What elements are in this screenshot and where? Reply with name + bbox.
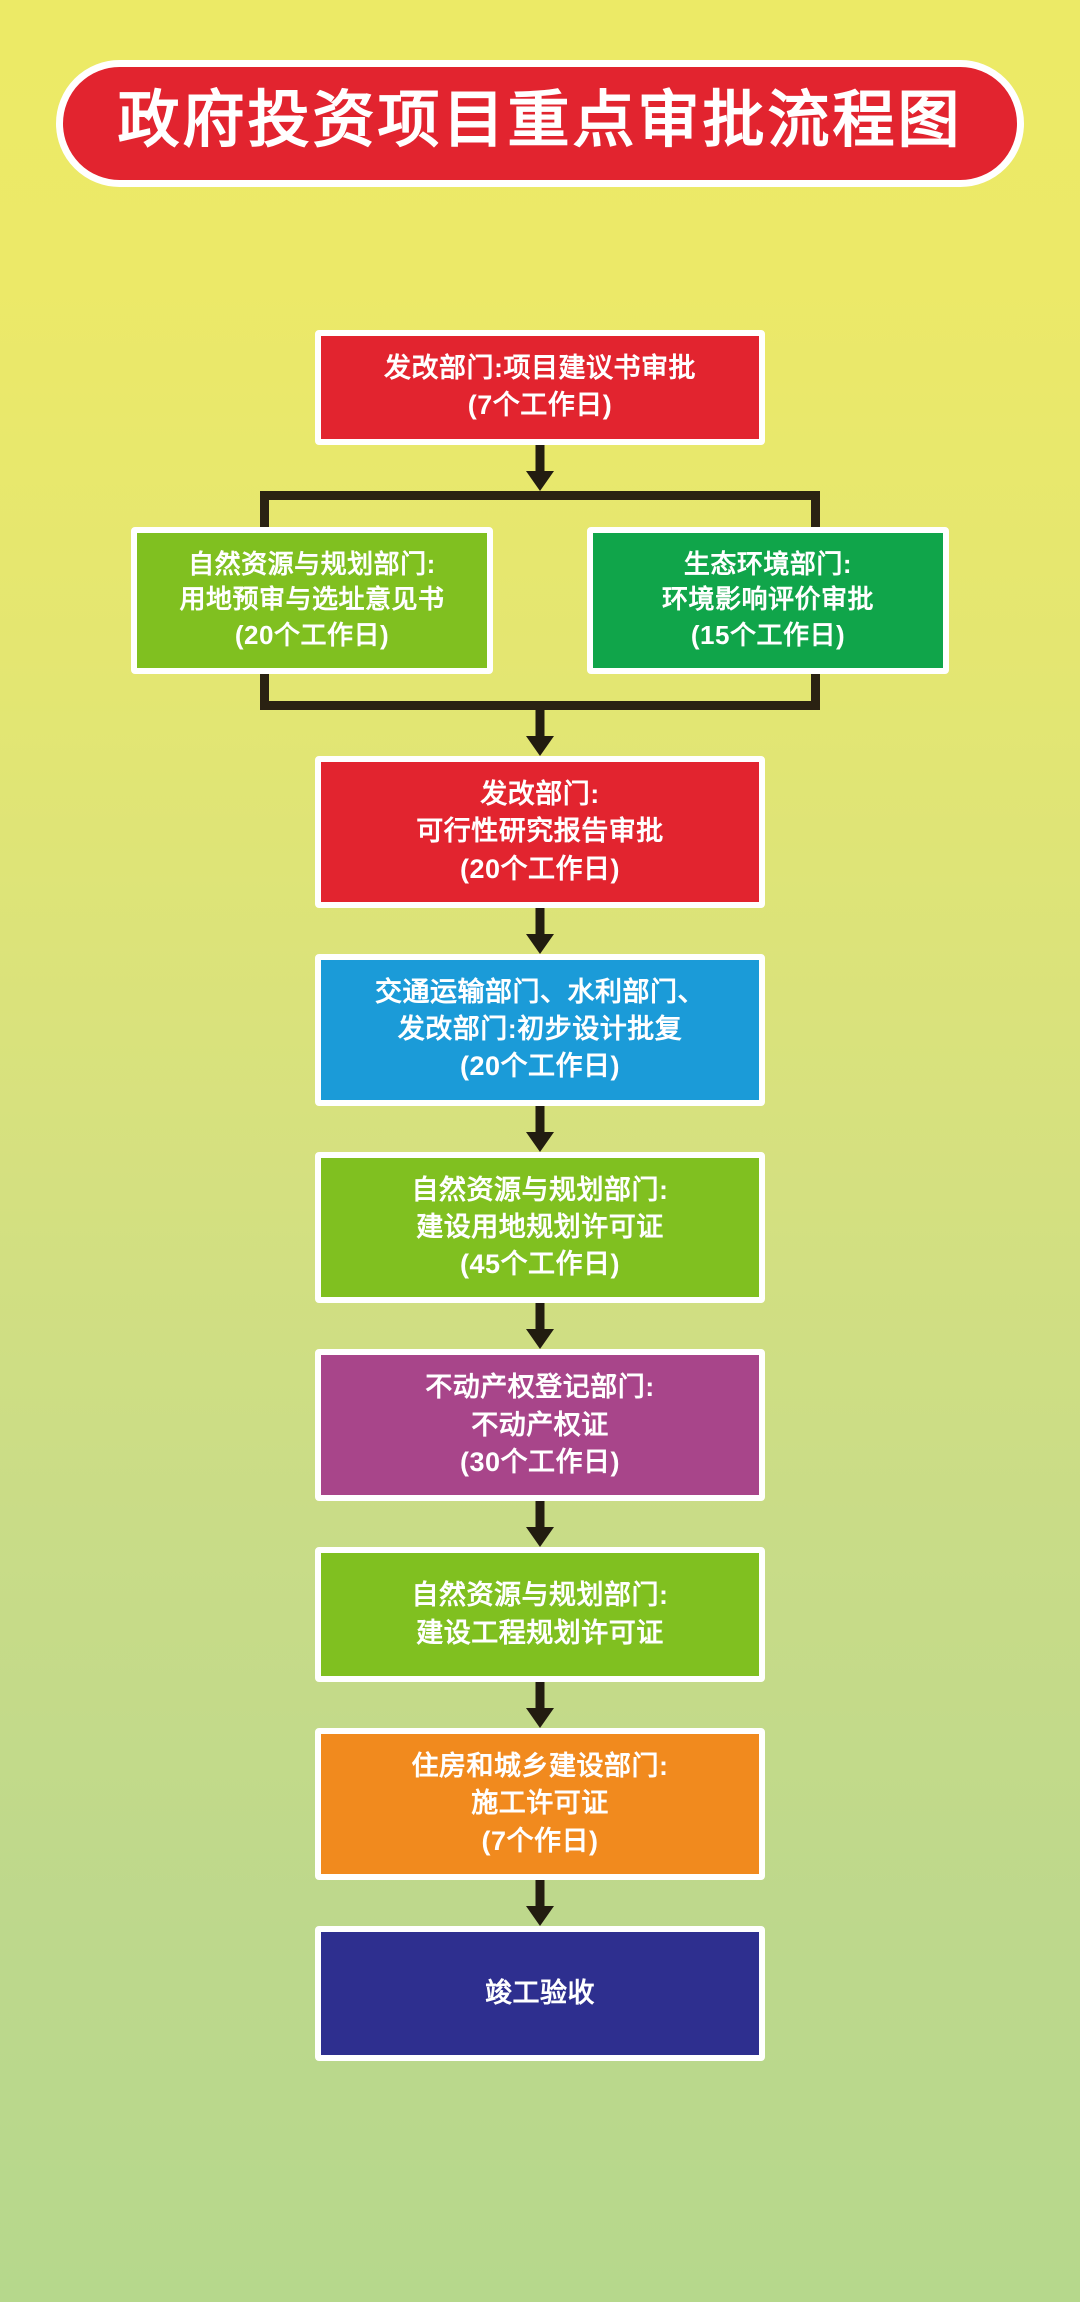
node-preliminary-design[interactable]: 交通运输部门、水利部门、 发改部门:初步设计批复 (20个工作日) [315, 953, 765, 1106]
node-environmental-impact[interactable]: 生态环境部门: 环境影响评价审批 (15个工作日) [587, 526, 949, 675]
node-line: 不动产权登记部门: [425, 1372, 655, 1403]
arrow-down-icon [525, 710, 555, 756]
arrow-down-icon [525, 445, 555, 491]
node-line: 用地预审与选址意见书 [179, 584, 445, 615]
node-line: (20个工作日) [459, 853, 620, 884]
arrow-down-icon [525, 1880, 555, 1926]
arrow-down-icon [525, 1303, 555, 1349]
title-banner: 政府投资项目重点审批流程图 [0, 60, 1080, 188]
arrow-down-icon [525, 908, 555, 954]
node-line: (15个工作日) [690, 620, 846, 651]
arrow-down-icon [525, 1106, 555, 1152]
arrow-down-icon [525, 1682, 555, 1728]
node-line: 不动产权证 [471, 1409, 609, 1440]
node-construction-permit[interactable]: 住房和城乡建设部门: 施工许可证 (7个作日) [315, 1728, 765, 1880]
node-line: 住房和城乡建设部门: [411, 1751, 669, 1782]
node-line: (20个工作日) [234, 620, 390, 651]
node-line: 发改部门:初步设计批复 [397, 1014, 683, 1045]
node-project-proposal[interactable]: 发改部门:项目建议书审批 (7个工作日) [315, 330, 765, 445]
flow-container: 发改部门:项目建议书审批 (7个工作日) 自然资源与规划部门: 用地预审与选址意… [0, 330, 1080, 2061]
node-real-estate-certificate[interactable]: 不动产权登记部门: 不动产权证 (30个工作日) [315, 1349, 765, 1502]
node-line: 施工许可证 [471, 1788, 609, 1819]
node-construction-planning-permit[interactable]: 自然资源与规划部门: 建设工程规划许可证 [315, 1547, 765, 1683]
branch-merge-connector [260, 674, 820, 711]
node-line: 竣工验收 [485, 1977, 595, 2008]
arrow-down-icon [525, 1501, 555, 1547]
page-title: 政府投资项目重点审批流程图 [117, 86, 963, 155]
node-line: (20个工作日) [459, 1051, 620, 1082]
node-line: (7个工作日) [467, 390, 613, 421]
node-line: 环境影响评价审批 [661, 584, 874, 615]
branch-split-connector [260, 490, 820, 527]
title-pill: 政府投资项目重点审批流程图 [56, 60, 1024, 188]
node-land-planning-permit[interactable]: 自然资源与规划部门: 建设用地规划许可证 (45个工作日) [315, 1151, 765, 1304]
node-land-preapproval[interactable]: 自然资源与规划部门: 用地预审与选址意见书 (20个工作日) [131, 526, 493, 675]
node-line: 建设工程规划许可证 [416, 1617, 664, 1648]
node-line: (30个工作日) [459, 1446, 620, 1477]
node-line: 建设用地规划许可证 [416, 1211, 664, 1242]
parallel-branch-group: 自然资源与规划部门: 用地预审与选址意见书 (20个工作日) 生态环境部门: 环… [0, 490, 1080, 711]
node-line: (45个工作日) [459, 1249, 620, 1280]
node-feasibility-study[interactable]: 发改部门: 可行性研究报告审批 (20个工作日) [315, 756, 765, 908]
node-line: 生态环境部门: [683, 548, 853, 579]
node-line: 交通运输部门、水利部门、 [375, 976, 705, 1007]
node-line: 可行性研究报告审批 [416, 816, 664, 847]
node-line: 自然资源与规划部门: [411, 1580, 669, 1611]
branch-row: 自然资源与规划部门: 用地预审与选址意见书 (20个工作日) 生态环境部门: 环… [0, 526, 1080, 675]
node-line: 发改部门: [480, 779, 600, 810]
node-line: (7个作日) [481, 1825, 599, 1856]
node-line: 自然资源与规划部门: [188, 548, 436, 579]
node-line: 发改部门:项目建议书审批 [384, 353, 696, 383]
node-line: 自然资源与规划部门: [411, 1174, 669, 1205]
node-completion-acceptance[interactable]: 竣工验收 [315, 1925, 765, 2061]
